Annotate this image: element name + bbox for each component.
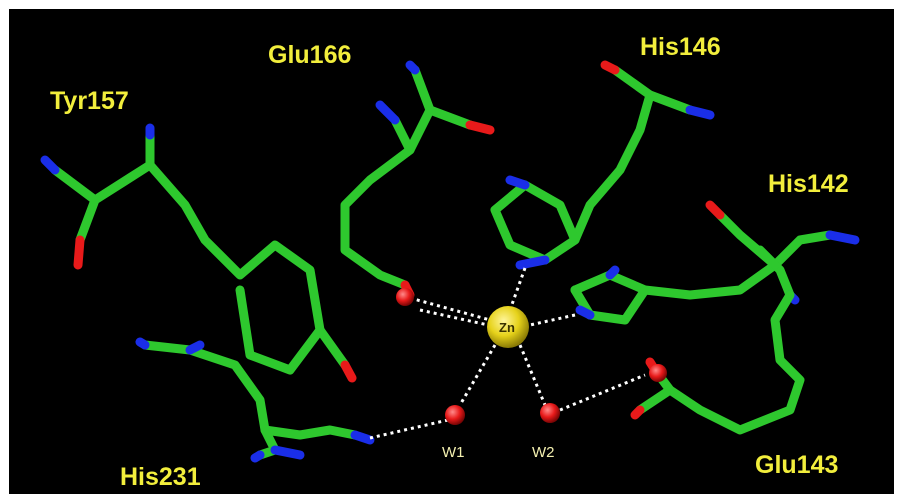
labels: Tyr157 Glu166 His146 His142 His231 Glu14… xyxy=(50,33,849,491)
glu143-oxygen-atom xyxy=(649,364,667,382)
zinc-atom xyxy=(487,306,529,348)
water-w1-atom xyxy=(445,405,465,425)
tyr157-residue xyxy=(40,123,357,383)
label-glu143: Glu143 xyxy=(755,451,838,479)
label-his142: His142 xyxy=(768,170,849,198)
his142-residue xyxy=(570,200,860,325)
label-his146: His146 xyxy=(640,33,721,61)
glu166-oxygen-atom xyxy=(396,288,414,306)
his146-residue xyxy=(490,60,715,270)
label-tyr157: Tyr157 xyxy=(50,87,129,115)
label-w1: W1 xyxy=(442,444,465,461)
water-w2-atom xyxy=(540,403,560,423)
glu166-residue xyxy=(340,60,495,300)
label-glu166: Glu166 xyxy=(268,41,351,69)
coordination-bonds xyxy=(369,267,646,440)
label-w2: W2 xyxy=(532,444,555,461)
label-zn: Zn xyxy=(499,320,515,335)
label-his231: His231 xyxy=(120,463,201,491)
his231-residue xyxy=(135,337,375,463)
atoms xyxy=(396,288,667,425)
